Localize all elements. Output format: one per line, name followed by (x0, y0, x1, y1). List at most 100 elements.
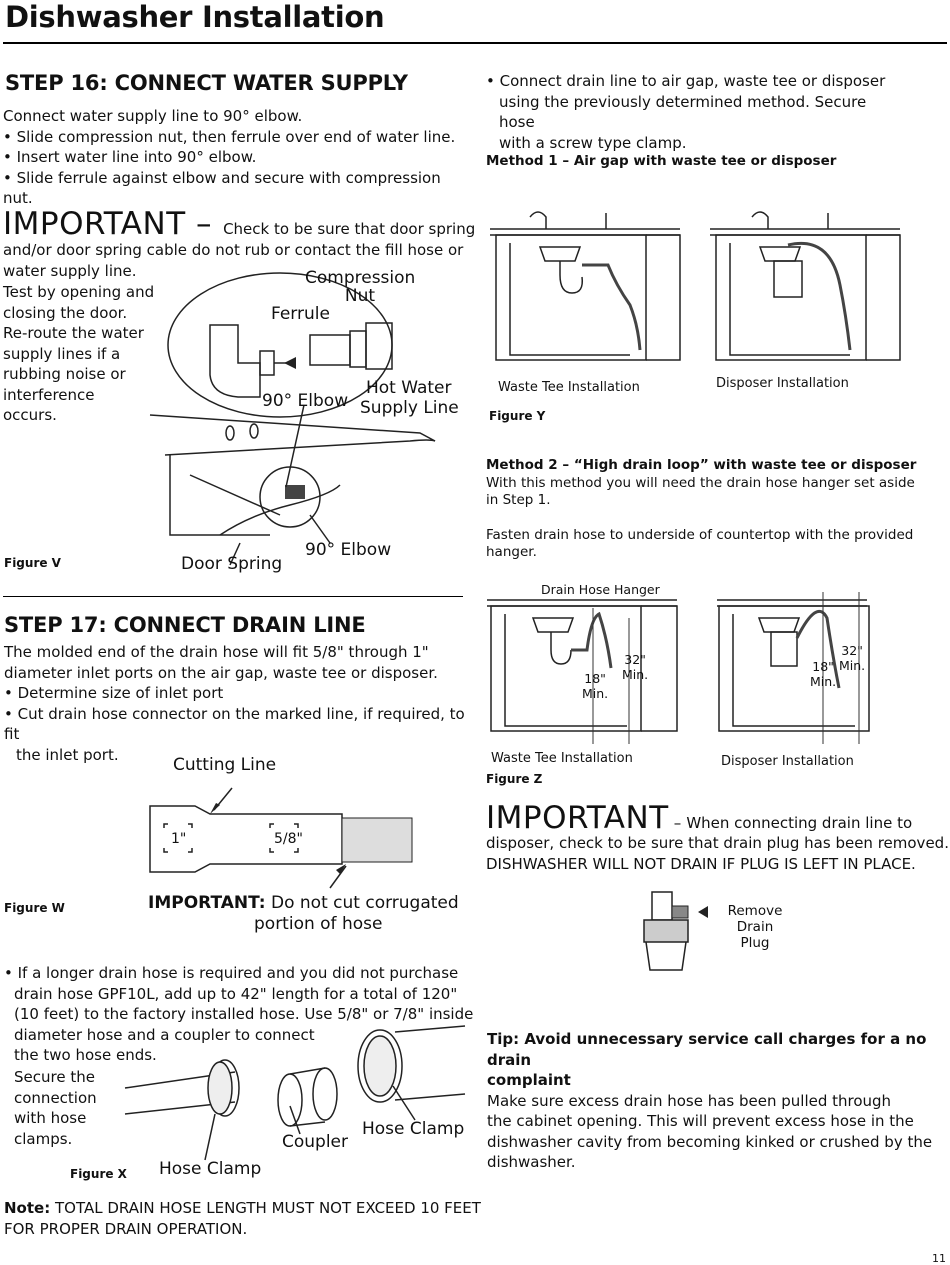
longer-hose-line: drain hose GPF10L, add up to 42" length … (14, 984, 458, 1003)
fasten-line: hanger. (486, 544, 537, 560)
side-line: interference (3, 385, 95, 404)
page-title: Dishwasher Installation (5, 0, 385, 34)
intro-line: The molded end of the drain hose will fi… (4, 643, 429, 661)
step16-important: IMPORTANT – Check to be sure that door s… (3, 206, 475, 242)
longer-hose-line: diameter hose and a coupler to connect (14, 1025, 315, 1044)
figure-w-important-cont: portion of hose (254, 914, 383, 934)
size-58-label: 5/8" (274, 831, 303, 847)
waste-tee-y-label: Waste Tee Installation (498, 380, 640, 395)
tip-line: the cabinet opening. This will prevent e… (487, 1112, 914, 1130)
important-dash: – (673, 814, 682, 832)
door-spring-label: Door Spring (181, 554, 283, 574)
dim-18-b: 18" Min. (810, 659, 836, 689)
important-line: disposer, check to be sure that drain pl… (486, 834, 949, 852)
secure-line: connection (14, 1088, 97, 1107)
step16-intro: Connect water supply line to 90° elbow. (3, 107, 303, 125)
important-text: Check to be sure that door spring (223, 220, 476, 238)
figure-w-label: Figure W (4, 901, 65, 915)
tip-heading: Tip: Avoid unnecessary service call char… (487, 1030, 927, 1069)
dim-text: Min. (810, 674, 837, 689)
dim-text: 32" (624, 652, 646, 667)
figure-x-label: Figure X (70, 1167, 127, 1181)
coupler-label: Coupler (282, 1132, 349, 1152)
step17-bullet: • Cut drain hose connector on the marked… (4, 704, 465, 744)
secure-line: with hose (14, 1109, 87, 1127)
method2-heading: Method 2 – “High drain loop” with waste … (486, 457, 917, 473)
connect-line: using the previously determined method. … (499, 92, 867, 132)
tip-block: Tip: Avoid unnecessary service call char… (487, 1029, 937, 1173)
dim-18-a: 18" Min. (582, 671, 608, 701)
hose-clamp-right-label: Hose Clamp (362, 1119, 465, 1139)
secure-text: Secure the connection with hose clamps. (14, 1067, 97, 1149)
dim-text: Min. (582, 686, 609, 701)
ferrule-label: Ferrule (271, 304, 330, 324)
side-line: closing the door. (3, 303, 128, 322)
figure-v-illustration (149, 272, 436, 566)
step17-bullet-cont: the inlet port. (16, 745, 119, 764)
longer-hose-line: (10 feet) to the factory installed hose.… (14, 1005, 474, 1023)
dim-text: 32" (841, 643, 863, 658)
connect-line: with a screw type clamp. (499, 133, 687, 152)
dim-text: Min. (622, 667, 649, 682)
corrugated-section (341, 817, 413, 863)
important-text: Do not cut corrugated (271, 893, 459, 913)
important-text: When connecting drain line to (686, 814, 913, 832)
figure-z-illustration (487, 592, 870, 744)
step16-text: Connect water supply line to 90° elbow. … (3, 106, 473, 209)
right-important-cont: disposer, check to be sure that drain pl… (486, 833, 949, 874)
callout-line: Nut (344, 286, 376, 306)
note-text-cont: FOR PROPER DRAIN OPERATION. (4, 1219, 248, 1238)
drain-hose-hanger-label: Drain Hose Hanger (541, 582, 660, 597)
title-divider (3, 42, 947, 44)
tip-line: dishwasher. (487, 1153, 576, 1171)
longer-hose-line: the two hose ends. (14, 1046, 157, 1064)
right-important: IMPORTANT – When connecting drain line t… (486, 800, 912, 836)
size-1-label: 1" (171, 831, 187, 847)
important-word: IMPORTANT (486, 800, 669, 836)
side-line: Test by opening and (3, 283, 155, 301)
tip-line: Make sure excess drain hose has been pul… (487, 1091, 892, 1110)
dim-text: 18" (812, 659, 834, 674)
callout-line: Compression (305, 268, 416, 288)
compression-nut-label: Compression Nut (305, 269, 415, 305)
fasten-line: Fasten drain hose to underside of counte… (486, 526, 914, 543)
longer-hose-text: • If a longer drain hose is required and… (4, 963, 474, 1066)
side-line: rubbing noise or (3, 365, 126, 383)
step17-heading: STEP 17: CONNECT DRAIN LINE (4, 613, 366, 637)
method2-line: With this method you will need the drain… (486, 474, 915, 491)
connect-line: • Connect drain line to air gap, waste t… (486, 72, 886, 90)
important-line: DISHWASHER WILL NOT DRAIN IF PLUG IS LEF… (486, 854, 916, 873)
intro-line: diameter inlet ports on the air gap, was… (4, 663, 438, 682)
hot-water-label: Hot Water Supply Line (360, 378, 459, 418)
note-line: Note: TOTAL DRAIN HOSE LENGTH MUST NOT E… (4, 1198, 481, 1219)
dim-32-b: 32" Min. (839, 643, 865, 673)
callout-line: Supply Line (360, 398, 459, 418)
figure-x-illustration (124, 1025, 466, 1161)
important-line: water supply line. (3, 261, 137, 280)
method2-line: in Step 1. (486, 492, 551, 508)
step17-bullet: • Determine size of inlet port (4, 684, 224, 702)
note-block: Note: TOTAL DRAIN HOSE LENGTH MUST NOT E… (4, 1198, 481, 1239)
dim-text: 18" (584, 671, 606, 686)
remove-line: Remove (727, 903, 783, 919)
important-word: IMPORTANT – (3, 206, 212, 242)
step16-bullet: • Slide ferrule against elbow and secure… (3, 168, 441, 208)
side-line: supply lines if a (3, 344, 121, 363)
tip-heading-cont: complaint (487, 1071, 571, 1089)
dim-32-a: 32" Min. (622, 652, 648, 682)
connect-text: • Connect drain line to air gap, waste t… (486, 71, 906, 153)
tip-line: dishwasher cavity from becoming kinked o… (487, 1132, 933, 1151)
page-number: 11 (932, 1252, 946, 1265)
section-divider (3, 596, 463, 597)
method1-heading: Method 1 – Air gap with waste tee or dis… (486, 153, 837, 169)
cutting-line-label: Cutting Line (173, 755, 277, 775)
figure-w-important: IMPORTANT: Do not cut corrugated (148, 893, 459, 913)
note-label: Note: (4, 1199, 51, 1217)
figure-v-label: Figure V (4, 556, 61, 570)
remove-line: Plug (740, 935, 770, 951)
secure-line: clamps. (14, 1129, 73, 1148)
longer-hose-line: • If a longer drain hose is required and… (4, 964, 459, 982)
remove-drain-plug-label: Remove Drain Plug (720, 903, 790, 951)
disposer-z-label: Disposer Installation (721, 754, 854, 769)
disposer-plug-illustration (643, 891, 708, 971)
